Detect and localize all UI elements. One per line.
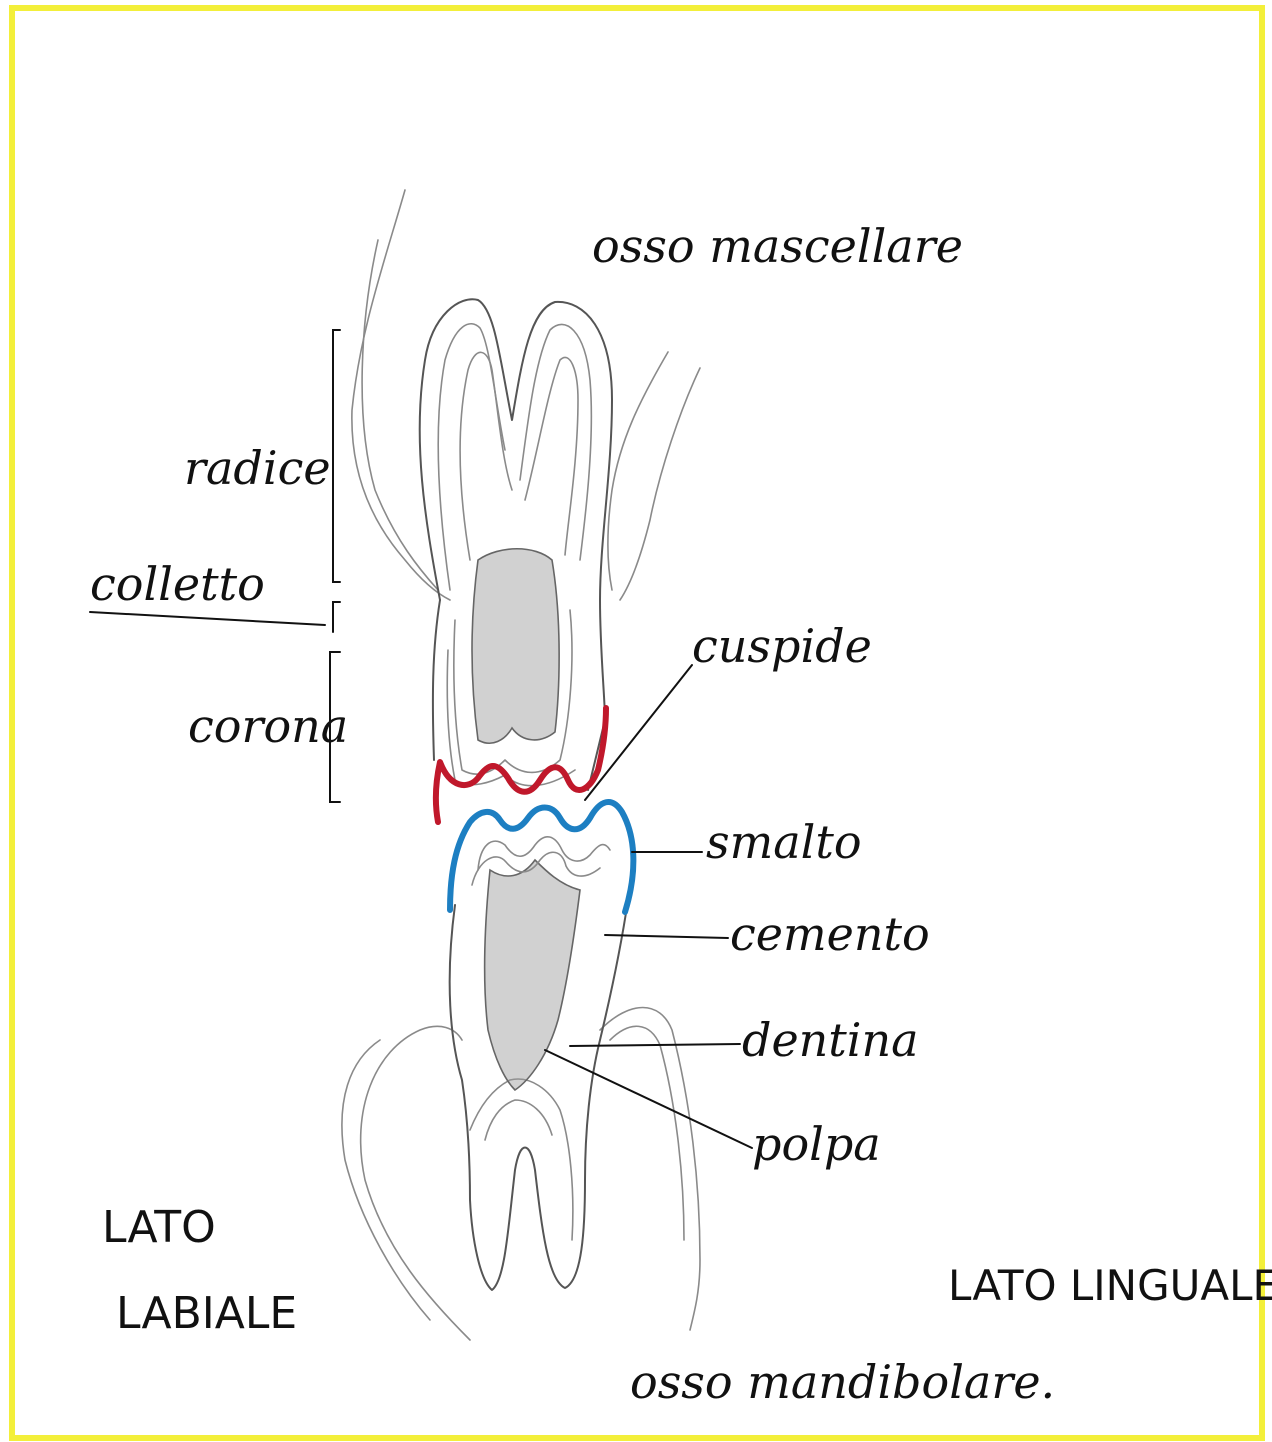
neck-label: colletto [90, 557, 265, 611]
upper-tooth-sketch [420, 299, 612, 790]
root-label: radice [184, 441, 331, 495]
upper-bone-label: osso mascellare [592, 219, 963, 273]
crown-label: corona [188, 699, 348, 753]
pulp-leader [545, 1050, 752, 1148]
lower-bone-label: osso mandibolare. [630, 1355, 1055, 1409]
enamel-label: smalto [706, 815, 862, 869]
lingual-side-label: LATO LINGUALE [948, 1261, 1272, 1310]
labial-side-label-line2: LABIALE [116, 1288, 297, 1339]
lower-tooth-sketch [450, 837, 628, 1290]
dentin-label: dentina [742, 1013, 919, 1067]
cementum-label: cemento [730, 907, 930, 961]
pulp-label: polpa [752, 1117, 881, 1171]
neck-leader [90, 612, 325, 625]
cementum-leader [605, 935, 728, 938]
labial-side-label-line1: LATO [102, 1202, 216, 1253]
cusp-label: cuspide [692, 619, 872, 673]
dentin-leader [570, 1044, 740, 1046]
